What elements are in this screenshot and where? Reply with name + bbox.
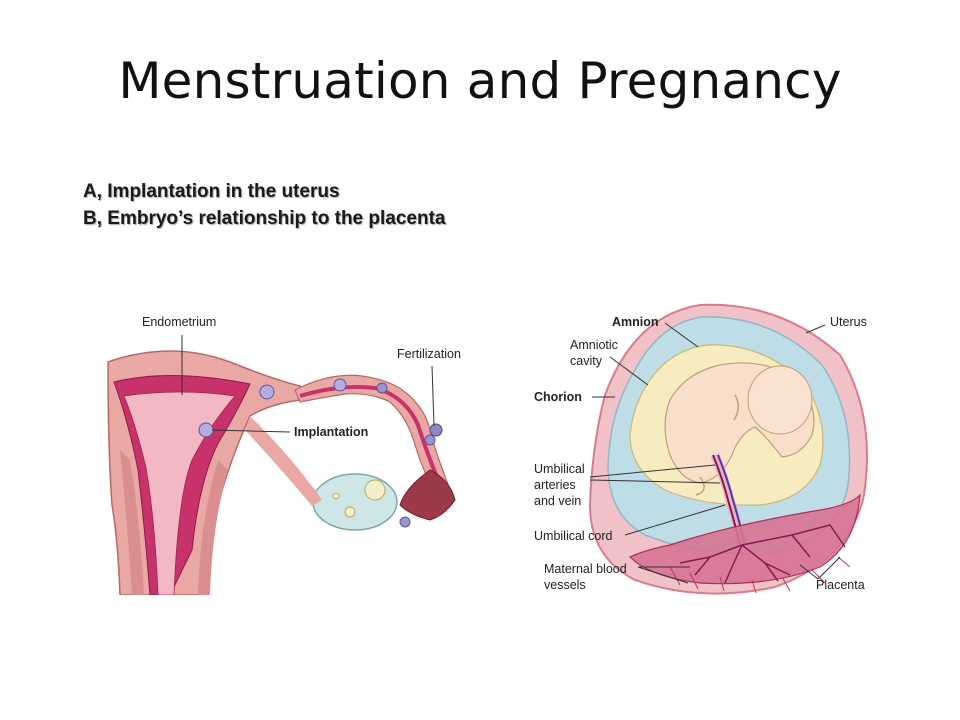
label-implantation: Implantation — [294, 425, 368, 439]
caption-list: A, Implantation in the uterus B, Embryo’… — [83, 178, 445, 232]
cervix — [120, 450, 144, 595]
embryo-limb — [733, 394, 739, 421]
zygote — [424, 434, 436, 446]
label-chorion: Chorion — [534, 390, 582, 404]
morula — [333, 378, 347, 392]
follicle — [364, 479, 386, 501]
label-maternal-vessels-line2: vessels — [544, 578, 586, 592]
embryo-head — [747, 365, 813, 435]
uterine-cavity — [123, 391, 236, 595]
implanted-blastocyst — [198, 422, 214, 438]
follicle — [332, 492, 340, 500]
label-amniotic-cavity-line1: Amniotic — [570, 338, 618, 352]
label-umbilical-vessels-line1: Umbilical — [534, 462, 585, 476]
label-fertilization: Fertilization — [397, 347, 461, 361]
ovary — [312, 473, 398, 531]
leader-fertilization — [431, 365, 435, 427]
label-placenta: Placenta — [816, 578, 865, 592]
label-endometrium: Endometrium — [142, 315, 216, 329]
label-uterus: Uterus — [830, 315, 867, 329]
placenta-diagram: Amnion Uterus Amniotic cavity Chorion Um… — [534, 303, 868, 595]
caption-b: B, Embryo’s relationship to the placenta — [83, 208, 446, 229]
fimbriae — [399, 469, 456, 521]
label-amniotic-cavity-line2: cavity — [570, 354, 603, 368]
leader-implantation — [211, 429, 291, 433]
leader-maternal-vessels — [637, 566, 689, 584]
ovarian-ligament — [245, 416, 322, 506]
label-maternal-vessels-line1: Maternal blood — [544, 562, 627, 576]
implantation-diagram: Endometrium Fertilization Implantation — [107, 315, 461, 595]
leader-umbilical-cord — [624, 504, 726, 536]
blastocyst — [259, 384, 275, 400]
label-umbilical-vessels-line3: and vein — [534, 494, 581, 508]
label-amnion: Amnion — [612, 315, 659, 329]
cervix-right — [198, 460, 228, 595]
leader-amnion — [664, 322, 699, 348]
placental-vessels — [679, 524, 846, 584]
maternal-blood-vessels — [669, 556, 851, 594]
ovum — [399, 516, 411, 528]
label-umbilical-cord: Umbilical cord — [534, 529, 613, 543]
fertilization-site — [429, 423, 443, 437]
leader-amniotic-cavity — [609, 356, 649, 386]
embryo-limb — [695, 476, 705, 496]
leader-placenta-2 — [817, 556, 841, 580]
label-umbilical-vessels-line2: arteries — [534, 478, 576, 492]
follicle — [344, 506, 356, 518]
leader-uterus — [805, 324, 826, 334]
leader-umbilical-vessels-2 — [589, 479, 721, 484]
embryo-cell — [376, 382, 388, 394]
leader-placenta — [799, 564, 819, 580]
slide-title: Menstruation and Pregnancy — [118, 52, 842, 110]
leader-umbilical-vessels — [589, 464, 716, 478]
caption-a: A, Implantation in the uterus — [83, 181, 340, 202]
